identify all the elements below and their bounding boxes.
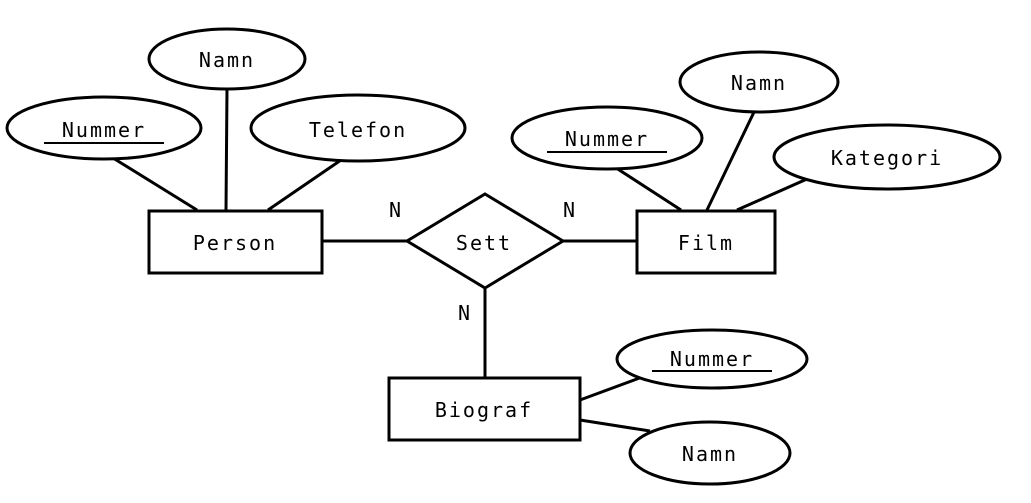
edge-biograf-nummer [579,374,646,402]
entity-person: Person [147,209,324,275]
edge-film-namn [705,109,757,211]
attribute-person-nummer-label: Nummer [62,118,146,142]
entity-film: Film [635,209,777,275]
attribute-person-telefon-label: Telefon [309,118,407,142]
entity-film-box [635,209,777,275]
attribute-film-kategori-ellipse [772,123,1002,191]
attribute-film-nummer: Nummer [510,105,704,171]
attribute-person-telefon-ellipse [249,93,467,163]
attribute-person-telefon: Telefon [249,93,467,163]
attribute-film-namn-label: Namn [731,71,787,95]
entity-biograf-label: Biograf [435,398,533,422]
entity-person-box [147,209,324,275]
attribute-film-nummer-ellipse [510,105,704,171]
attribute-person-namn-ellipse [147,27,307,91]
attribute-biograf-nummer-ellipse [615,328,809,390]
attribute-film-namn: Namn [678,50,840,114]
edge-film-kategori [736,177,808,212]
attribute-biograf-nummer-label: Nummer [670,347,754,371]
attribute-biograf-nummer: Nummer [615,328,809,390]
relationship-sett-label: Sett [456,231,512,255]
attribute-film-kategori-label: Kategori [831,146,943,170]
cardinality-film: N [563,198,575,222]
cardinality-biograf: N [458,301,470,325]
relationship-sett: Sett [404,192,566,290]
relationship-sett-diamond [404,192,566,290]
edge-person-nummer [112,156,198,212]
entity-film-label: Film [678,231,734,255]
attribute-film-nummer-label: Nummer [565,127,649,151]
edge-biograf-namn [579,418,651,433]
entity-biograf-box [387,376,582,442]
attribute-biograf-namn-label: Namn [682,442,738,466]
entity-person-label: Person [193,231,277,255]
attribute-person-nummer: Nummer [5,95,203,161]
attribute-biograf-namn-ellipse [628,420,792,486]
edges [112,87,808,433]
attribute-film-kategori: Kategori [772,123,1002,191]
attribute-biograf-namn: Namn [628,420,792,486]
entity-biograf: Biograf [387,376,582,442]
cardinality-person: N [389,198,401,222]
edge-person-telefon [267,156,345,212]
attribute-film-namn-ellipse [678,50,840,114]
attribute-person-namn-label: Namn [199,48,255,72]
attribute-person-namn: Namn [147,27,307,91]
edge-person-namn [224,87,229,211]
edge-film-nummer [609,162,682,212]
